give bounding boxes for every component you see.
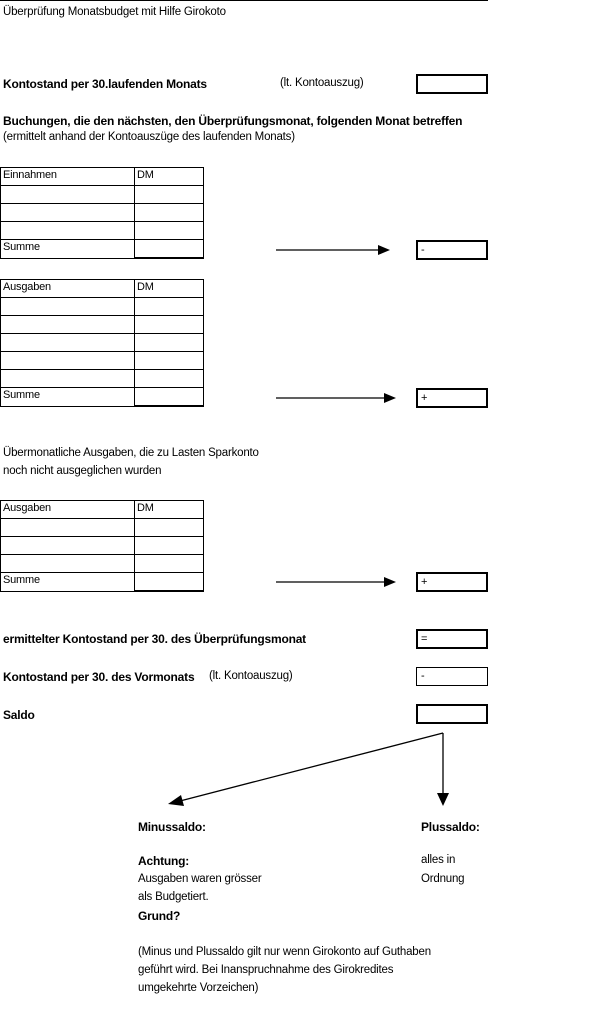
minus-line2: als Budgetiert. xyxy=(138,891,209,903)
arrow-to-plussaldo xyxy=(437,733,449,806)
plus-line1: alles in xyxy=(421,854,456,866)
ausgaben-amount-cell[interactable] xyxy=(134,369,204,388)
einnahmen-amount-cell[interactable] xyxy=(134,221,204,240)
arrow-to-minussaldo xyxy=(168,732,444,806)
ausgaben-sum-cell[interactable] xyxy=(134,387,204,407)
einnahmen-dm-header: DM xyxy=(134,167,204,186)
ermittelt-label: ermittelter Kontostand per 30. des Überp… xyxy=(3,632,306,646)
page-title: Überprüfung Monatsbudget mit Hilfe Girok… xyxy=(3,6,226,18)
ausgaben2-dm-header: DM xyxy=(134,500,204,519)
plussaldo-heading: Plussaldo: xyxy=(421,820,480,834)
ausgaben2-sum-cell[interactable] xyxy=(134,572,204,592)
einnahmen-sum-cell[interactable] xyxy=(134,239,204,259)
ausgaben-sum-label: Summe xyxy=(0,387,135,407)
einnahmen-result-field[interactable]: - xyxy=(416,240,488,260)
ermittelt-field[interactable]: = xyxy=(416,629,488,649)
uebermonatlich-line1: Übermonatliche Ausgaben, die zu Lasten S… xyxy=(3,447,259,459)
plus-line2: Ordnung xyxy=(421,873,465,885)
einnahmen-sum-label: Summe xyxy=(0,239,135,259)
ausgaben-result-field[interactable]: + xyxy=(416,388,488,408)
vormonat-field[interactable]: - xyxy=(416,667,488,686)
footnote-line2: geführt wird. Bei Inanspruchnahme des Gi… xyxy=(138,964,394,976)
arrow-ausgaben xyxy=(276,393,396,403)
vormonat-note: (lt. Kontoauszug) xyxy=(209,670,293,682)
kontostand-laufend-note: (lt. Kontoauszug) xyxy=(280,77,364,89)
arrow-einnahmen xyxy=(276,245,390,255)
buchungen-subheading: (ermittelt anhand der Kontoauszüge des l… xyxy=(3,131,295,143)
saldo-field[interactable] xyxy=(416,704,488,724)
uebermonatlich-line2: noch nicht ausgeglichen wurden xyxy=(3,465,162,477)
arrow-ausgaben2 xyxy=(276,577,396,587)
minussaldo-heading: Minussaldo: xyxy=(138,820,206,834)
vormonat-label: Kontostand per 30. des Vormonats xyxy=(3,670,195,684)
footnote-line3: umgekehrte Vorzeichen) xyxy=(138,982,259,994)
ausgaben2-amount-cell[interactable] xyxy=(134,554,204,573)
kontostand-laufend-label: Kontostand per 30.laufenden Monats xyxy=(3,77,207,91)
buchungen-heading: Buchungen, die den nächsten, den Überprü… xyxy=(3,114,463,128)
top-rule xyxy=(0,0,488,1)
footnote-line1: (Minus und Plussaldo gilt nur wenn Girok… xyxy=(138,946,431,958)
kontostand-laufend-field[interactable] xyxy=(416,74,488,94)
grund-label: Grund? xyxy=(138,909,181,923)
ausgaben2-result-field[interactable]: + xyxy=(416,572,488,592)
achtung-label: Achtung: xyxy=(138,854,190,868)
saldo-label: Saldo xyxy=(3,708,35,722)
minus-line1: Ausgaben waren grösser xyxy=(138,873,262,885)
